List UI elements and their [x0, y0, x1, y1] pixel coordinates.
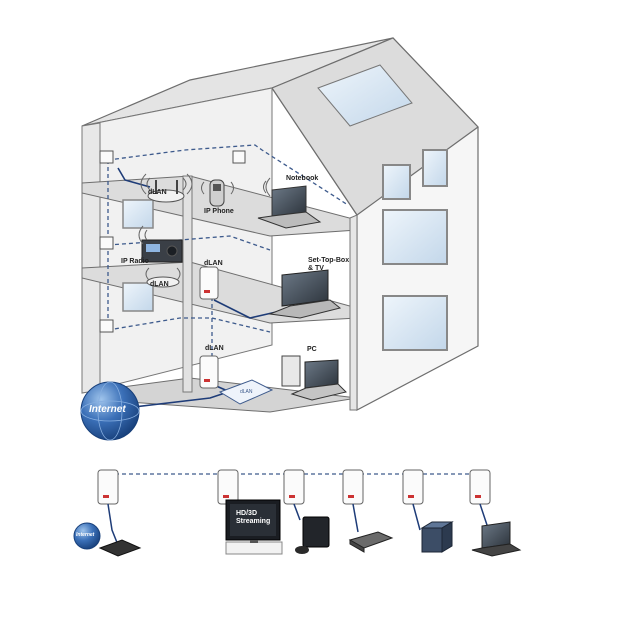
strip-adapter-4 [342, 469, 364, 505]
label-internet: Internet [89, 404, 126, 415]
front-wall-column [349, 214, 358, 411]
bottom-network-strip [73, 469, 522, 557]
strip-internet-globe-icon [73, 522, 101, 550]
dlan-adapter-icon [199, 355, 219, 389]
label-ip-phone: IP Phone [204, 208, 234, 215]
label-ip-radio: IP Radio [121, 258, 149, 265]
svg-text:dLAN: dLAN [240, 389, 253, 395]
label-settop-tv: Set-Top-Box & TV [308, 257, 350, 272]
strip-tv-screen-text: HD/3D Streaming [236, 510, 271, 525]
strip-router-icon [98, 539, 142, 557]
strip-receiver-icon [348, 531, 394, 553]
house: dLAN [80, 37, 479, 441]
strip-game-console-icon [295, 516, 330, 554]
ip-phone-icon [201, 179, 234, 207]
strip-adapter-1 [97, 469, 119, 505]
ip-radio-icon [138, 225, 183, 263]
notebook-icon [257, 177, 322, 229]
strip-adapter-6 [469, 469, 491, 505]
modem-icon: dLAN [218, 379, 274, 405]
side-window-4 [382, 295, 448, 351]
side-window-2 [422, 149, 448, 187]
left-room-window-2 [122, 282, 154, 312]
wifi-adapter-icon [145, 267, 181, 288]
left-room-window [122, 199, 154, 229]
socket-icon [99, 150, 114, 164]
label-dlan-bottom: dLAN [205, 345, 224, 352]
socket-icon [99, 236, 114, 250]
socket-icon [99, 319, 114, 333]
socket-icon [232, 150, 246, 164]
house-left-wall [81, 122, 101, 394]
strip-laptop-icon [471, 521, 522, 557]
label-dlan-top: dLAN [148, 189, 167, 196]
label-dlan-mid: dLAN [204, 260, 223, 267]
skylight-window [317, 64, 413, 127]
strip-adapter-3 [283, 469, 305, 505]
side-window-1 [382, 164, 411, 200]
wifi-router-icon [140, 173, 193, 203]
side-window-3 [382, 209, 448, 265]
strip-adapter-5 [402, 469, 424, 505]
label-notebook: Notebook [286, 175, 319, 182]
internet-globe-icon [80, 381, 140, 441]
strip-label-internet: Internet [76, 532, 95, 538]
label-dlan-mid-left: dLAN [150, 281, 169, 288]
strip-storage-icon [420, 521, 454, 553]
strip-tv-icon [225, 499, 283, 555]
partition-wall [182, 175, 193, 393]
pc-icon [281, 355, 347, 401]
strip-adapter-2 [217, 469, 239, 505]
tv-icon [268, 269, 342, 319]
dlan-adapter-icon [199, 266, 219, 300]
label-pc: PC [307, 346, 317, 353]
house-roof-slope [271, 37, 479, 216]
